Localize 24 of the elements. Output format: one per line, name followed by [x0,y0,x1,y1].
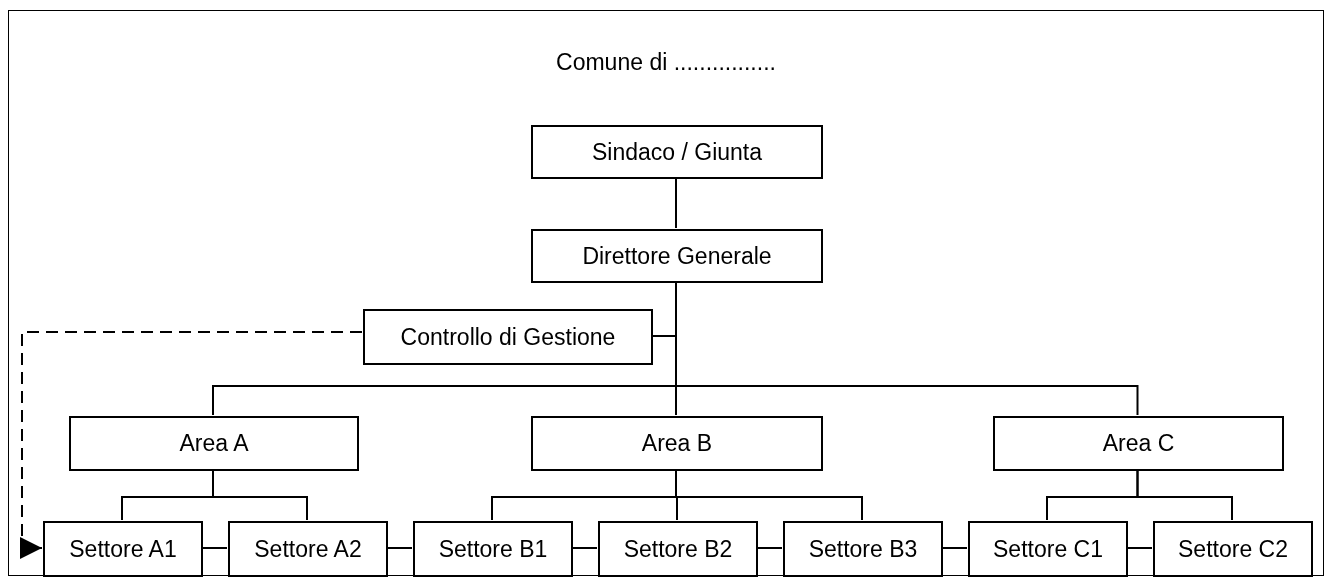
org-box: Settore B3 [783,521,943,577]
connector-line [201,547,228,549]
org-box: Settore A1 [43,521,203,577]
org-box: Settore A2 [228,521,388,577]
org-box: Sindaco / Giunta [531,125,823,179]
org-box: Controllo di Gestione [363,309,653,365]
org-box: Settore B2 [598,521,758,577]
org-box: Settore B1 [413,521,573,577]
org-box: Area A [69,416,359,471]
connector-line [571,547,598,549]
org-box: Settore C1 [968,521,1128,577]
heading: Comune di ................ [556,49,776,76]
org-box: Direttore Generale [531,229,823,283]
page-frame [8,10,1324,576]
connector-line [756,547,783,549]
connector-line [1136,469,1233,521]
arrow [20,331,363,559]
org-box: Area C [993,416,1284,471]
org-box: Area B [531,416,823,471]
org-box: Settore C2 [1153,521,1313,577]
connector-line [386,547,413,549]
connector-line [1126,547,1153,549]
connector-line [675,177,677,229]
connector-line [941,547,968,549]
